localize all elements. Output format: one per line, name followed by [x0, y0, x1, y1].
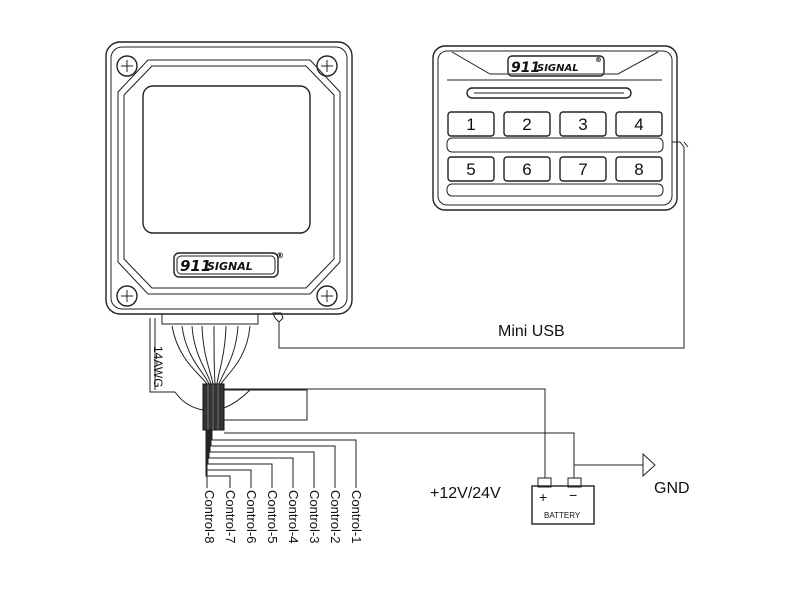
control-wire — [211, 430, 357, 488]
keypad-button-1[interactable]: 1 — [447, 111, 495, 137]
control-label: Control-7 — [223, 490, 238, 543]
control-label: Control-6 — [244, 490, 259, 543]
controller-logo: 911 SIGNAL ® — [173, 251, 284, 278]
keypad-button-label: 5 — [466, 160, 475, 179]
control-wire — [205, 430, 231, 488]
keypad-bottom-bar — [446, 183, 664, 197]
control-wire — [208, 430, 294, 488]
controller-logo-mark: ® — [276, 251, 284, 260]
keypad-panel: 911 SIGNAL ® 1 2 3 4 5 6 7 8 — [432, 45, 678, 211]
harness-connector — [161, 313, 259, 325]
battery-label: BATTERY — [544, 511, 581, 520]
controller-window — [142, 85, 311, 234]
keypad-button-8[interactable]: 8 — [615, 156, 663, 182]
battery: + − BATTERY — [531, 477, 595, 525]
control-wire — [206, 430, 252, 488]
keypad-button-label: 3 — [578, 115, 587, 134]
screw-icon — [316, 55, 338, 77]
keypad-button-6[interactable]: 6 — [503, 156, 551, 182]
wire-harness: 14AWG — [149, 318, 575, 478]
keypad-button-label: 7 — [578, 160, 587, 179]
control-wire — [207, 430, 273, 488]
screw-icon — [316, 285, 338, 307]
control-wire — [209, 430, 315, 488]
control-label: Control-5 — [265, 490, 280, 543]
control-label: Control-8 — [202, 490, 217, 543]
keypad-logo-number: 911 — [511, 60, 540, 76]
keypad-button-5[interactable]: 5 — [447, 156, 495, 182]
keypad-button-4[interactable]: 4 — [615, 111, 663, 137]
control-label: Control-3 — [307, 490, 322, 543]
keypad-button-3[interactable]: 3 — [559, 111, 607, 137]
keypad-slot — [466, 87, 632, 99]
keypad-button-label: 1 — [466, 115, 475, 134]
gauge-label: 14AWG — [151, 346, 165, 388]
usb-cable: Mini USB — [272, 141, 689, 349]
screw-icon — [116, 285, 138, 307]
ground-label: GND — [654, 480, 690, 497]
control-label: Control-1 — [349, 490, 364, 543]
usb-label: Mini USB — [498, 323, 565, 340]
battery-minus: − — [569, 487, 577, 503]
ground-symbol — [574, 452, 656, 478]
keypad-button-label: 6 — [522, 160, 531, 179]
controller-logo-number: 911 — [180, 257, 211, 275]
keypad-logo-word: SIGNAL — [537, 63, 579, 74]
control-wires: Control-8 Control-7 Control-6 Control-5 Cont… — [202, 430, 364, 543]
controller-box: 911 SIGNAL ® — [105, 41, 353, 325]
keypad-button-label: 4 — [634, 115, 643, 134]
controller-logo-word: SIGNAL — [207, 260, 253, 273]
control-wire — [210, 430, 336, 488]
control-label: Control-2 — [328, 490, 343, 543]
keypad-button-label: 8 — [634, 160, 643, 179]
battery-plus: + — [539, 489, 547, 505]
keypad-button-2[interactable]: 2 — [503, 111, 551, 137]
keypad-divider — [446, 137, 664, 153]
screw-icon — [116, 55, 138, 77]
keypad-button-7[interactable]: 7 — [559, 156, 607, 182]
keypad-logo-mark: ® — [595, 56, 602, 64]
control-label: Control-4 — [286, 490, 301, 543]
keypad-logo: 911 SIGNAL ® — [507, 55, 605, 77]
keypad-button-label: 2 — [522, 115, 531, 134]
voltage-label: +12V/24V — [430, 485, 501, 502]
